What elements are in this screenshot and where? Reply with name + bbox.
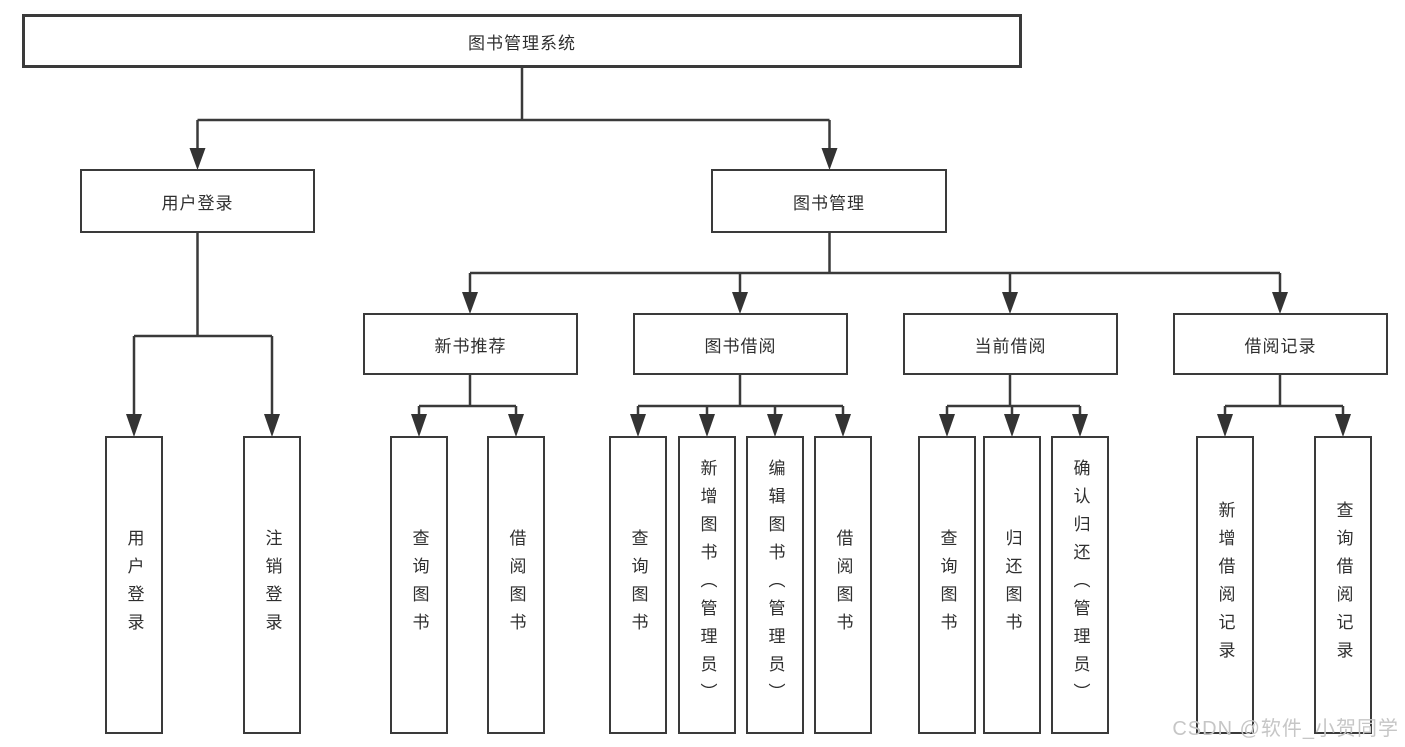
leaf-label: 编辑图书（管理员） xyxy=(765,459,785,711)
leaf-label: 借阅图书 xyxy=(833,529,853,641)
leaf-label: 借阅图书 xyxy=(506,529,526,641)
node-new-book-recommend: 新书推荐 xyxy=(363,313,578,375)
leaf-label: 用户登录 xyxy=(124,529,144,641)
leaf-query-books-recommend: 查询图书 xyxy=(390,436,448,734)
leaf-label: 注销登录 xyxy=(262,529,282,641)
leaf-label: 归还图书 xyxy=(1002,529,1022,641)
node-library-management-system: 图书管理系统 xyxy=(22,14,1022,68)
leaf-label: 查询图书 xyxy=(937,529,957,641)
leaf-label: 新增图书（管理员） xyxy=(697,459,717,711)
node-current-borrow: 当前借阅 xyxy=(903,313,1118,375)
node-book-management: 图书管理 xyxy=(711,169,947,233)
arrowheads xyxy=(126,148,1351,437)
leaf-edit-books-admin: 编辑图书（管理员） xyxy=(746,436,804,734)
leaf-label: 确认归还（管理员） xyxy=(1070,459,1090,711)
node-book-borrow: 图书借阅 xyxy=(633,313,848,375)
leaf-add-borrow-record: 新增借阅记录 xyxy=(1196,436,1254,734)
node-label: 当前借阅 xyxy=(974,336,1047,356)
node-label: 图书管理 xyxy=(793,193,865,213)
node-label: 借阅记录 xyxy=(1244,336,1317,356)
csdn-watermark: CSDN @软件_小贺同学 xyxy=(1172,718,1399,740)
node-label: 图书借阅 xyxy=(704,336,777,356)
leaf-label: 新增借阅记录 xyxy=(1215,501,1235,669)
node-user-login: 用户登录 xyxy=(80,169,315,233)
leaf-label: 查询图书 xyxy=(409,529,429,641)
leaf-add-books-admin: 新增图书（管理员） xyxy=(678,436,736,734)
leaf-return-books: 归还图书 xyxy=(983,436,1041,734)
node-label: 新书推荐 xyxy=(434,336,507,356)
leaf-query-borrow-record: 查询借阅记录 xyxy=(1314,436,1372,734)
leaf-query-books-current: 查询图书 xyxy=(918,436,976,734)
leaf-confirm-return-admin: 确认归还（管理员） xyxy=(1051,436,1109,734)
leaf-logout: 注销登录 xyxy=(243,436,301,734)
node-label: 图书管理系统 xyxy=(468,33,576,53)
leaf-label: 查询借阅记录 xyxy=(1333,501,1353,669)
leaf-user-login: 用户登录 xyxy=(105,436,163,734)
leaf-query-books-borrow: 查询图书 xyxy=(609,436,667,734)
leaf-borrow-books: 借阅图书 xyxy=(814,436,872,734)
node-borrow-records: 借阅记录 xyxy=(1173,313,1388,375)
leaf-borrow-books-recommend: 借阅图书 xyxy=(487,436,545,734)
node-label: 用户登录 xyxy=(161,193,234,213)
leaf-label: 查询图书 xyxy=(628,529,648,641)
